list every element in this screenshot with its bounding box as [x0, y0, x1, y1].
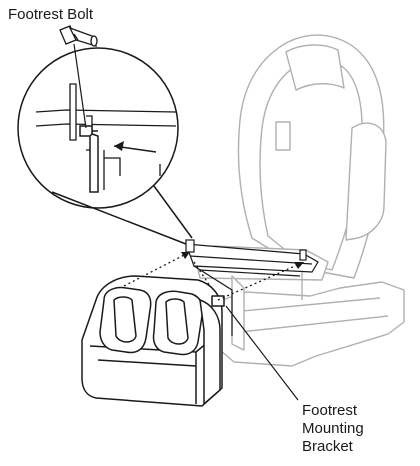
chair-back-pad [275, 121, 291, 151]
magnifier-detail [17, 47, 193, 245]
mounting-bracket-label-line-2: Mounting [302, 420, 364, 437]
mounting-bracket-label: Footrest Mounting Bracket [302, 402, 364, 456]
chair-headrest [285, 44, 345, 91]
alignment-lines [123, 251, 305, 301]
footrest-unit [81, 275, 225, 407]
bolt-leader-line [73, 43, 87, 129]
allen-wrench-icon [89, 133, 99, 193]
chair-armrest [345, 122, 387, 241]
bolt-icon [59, 25, 98, 48]
seat-frame [185, 239, 319, 336]
mounting-bracket-label-line-1: Footrest [302, 402, 358, 419]
bracket-leader-line [225, 305, 299, 401]
footrest-bolt-label: Footrest Bolt [8, 6, 94, 23]
zoom-line-left [51, 191, 187, 245]
zoom-line-right [153, 185, 193, 239]
footrest-side-panel [199, 299, 221, 405]
magnifier-circle [17, 47, 179, 209]
mounting-bracket-label-line-3: Bracket [302, 438, 353, 455]
massage-chair [195, 34, 405, 367]
chair-front-frame [231, 275, 245, 351]
alignment-arrowheads [181, 252, 304, 269]
